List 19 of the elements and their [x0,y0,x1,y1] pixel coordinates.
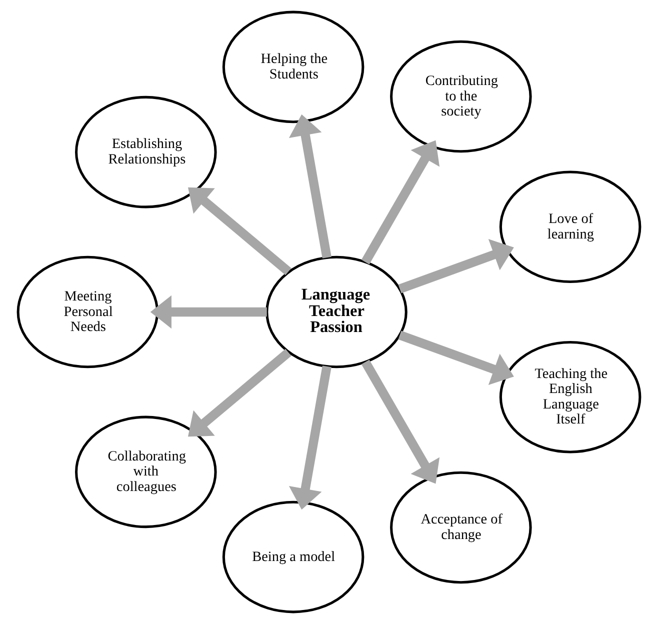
arrow [288,366,331,510]
node-ellipse: Being a model [222,500,364,614]
node-ellipse: Teaching the English Language Itself [498,340,641,454]
node-ellipse: Meeting Personal Needs [16,256,158,368]
node-ellipse: Contributing to the society [390,40,532,153]
node-ellipse: Helping the Students [222,10,364,124]
node-ellipse: Establishing Relationships [74,96,216,208]
node-ellipse: Language Teacher Passion [265,256,407,368]
arrow [398,239,514,294]
arrow [150,295,266,329]
node-ellipse: Acceptance of change [390,471,532,584]
node-ellipse: Collaborating with colleagues [74,416,216,528]
arrow [188,348,291,437]
arrow [288,114,331,258]
arrow [360,140,440,264]
arrow [188,187,291,276]
arrow [360,360,440,484]
node-ellipse: Love of learning [498,170,641,284]
arrow [398,330,514,385]
